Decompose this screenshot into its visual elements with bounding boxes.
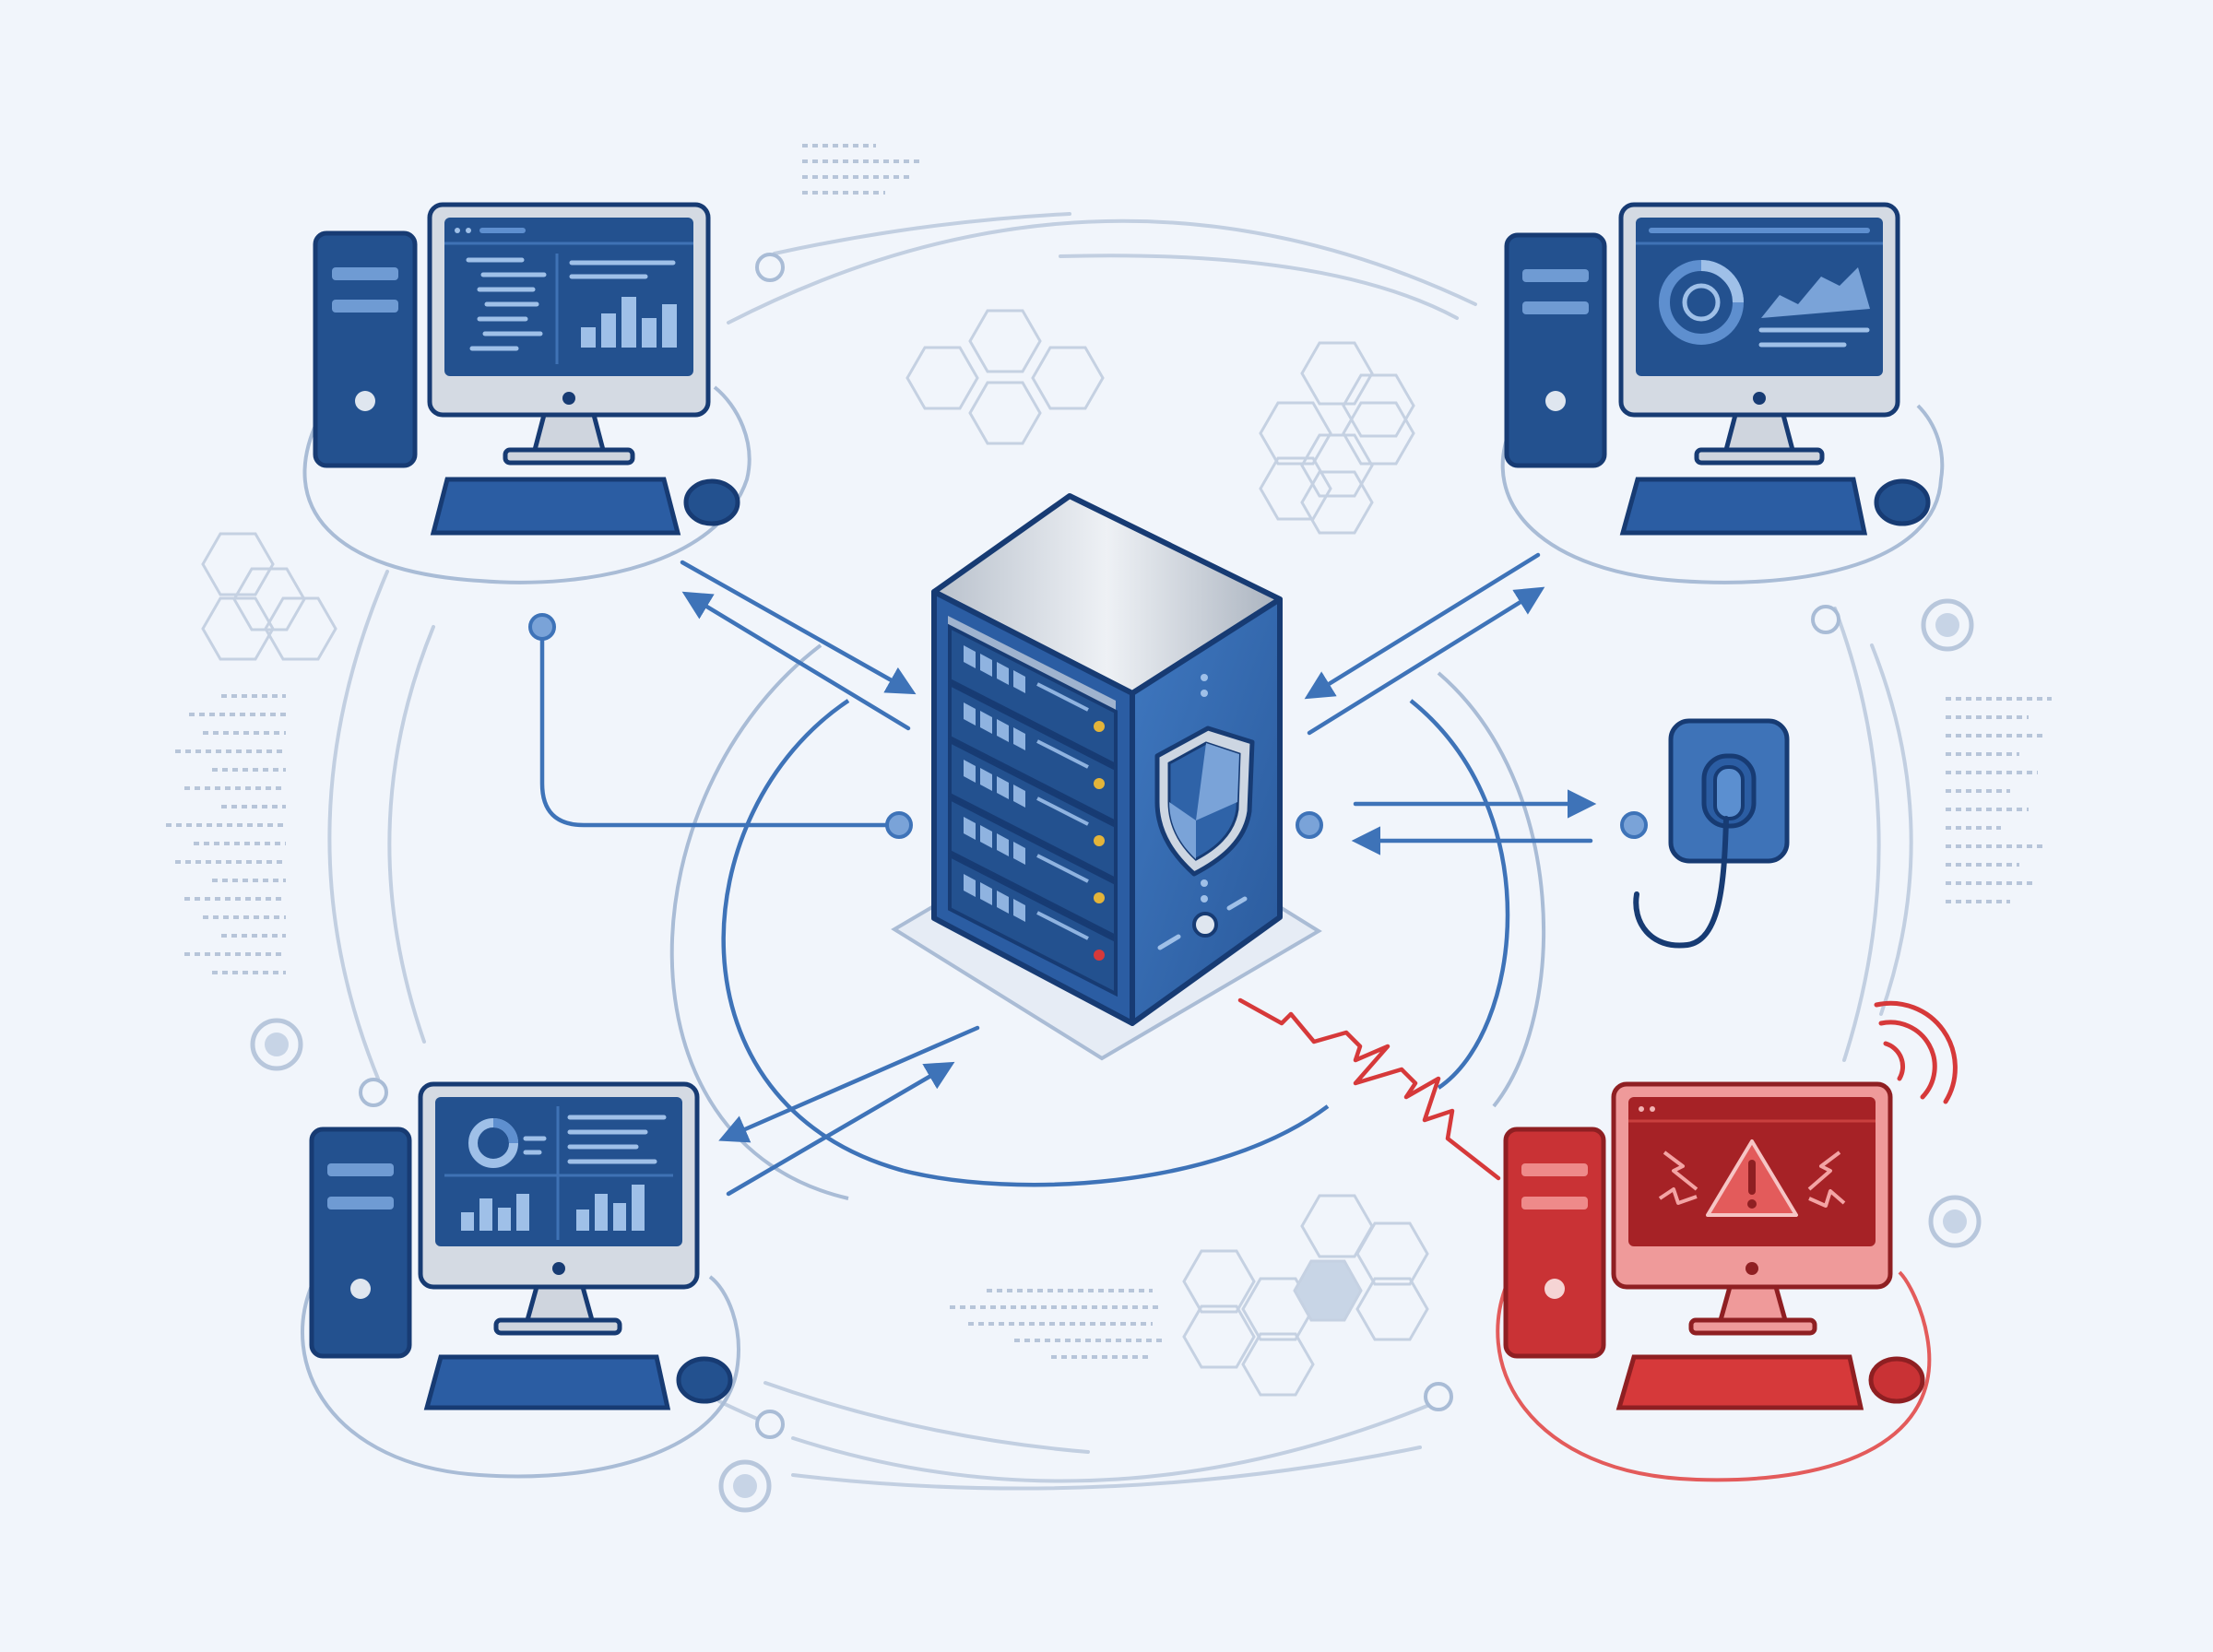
power-outlet[interactable] bbox=[1633, 718, 1790, 949]
keyboard bbox=[1619, 477, 1868, 536]
mouse bbox=[1868, 1356, 1925, 1404]
mouse bbox=[683, 478, 740, 526]
signal-waves-icon bbox=[1874, 1000, 1958, 1104]
monitor bbox=[1611, 1081, 1893, 1336]
server-rack-units bbox=[948, 623, 1118, 997]
shield-icon bbox=[1154, 726, 1255, 877]
central-server[interactable] bbox=[891, 493, 1322, 1061]
workstation-top-left[interactable] bbox=[313, 202, 740, 536]
link-top-right-in bbox=[1304, 552, 1541, 700]
keyboard bbox=[1615, 1354, 1864, 1410]
broken-link-zigzag bbox=[1237, 997, 1501, 1181]
bar-chart-icon bbox=[581, 297, 677, 348]
server-side-details bbox=[1201, 674, 1208, 903]
server-power-button bbox=[1157, 896, 1248, 950]
mouse bbox=[1874, 478, 1931, 526]
power-plug-icon bbox=[1633, 753, 1757, 949]
data-text-lines-decor bbox=[166, 144, 2052, 1359]
central-orbit-rings bbox=[669, 643, 1545, 1200]
area-chart-icon bbox=[1761, 267, 1870, 318]
monitor bbox=[427, 202, 711, 466]
code-lines bbox=[466, 257, 547, 351]
link-top-left-elbow bbox=[539, 624, 902, 828]
workstation-bottom-left[interactable] bbox=[309, 1081, 733, 1410]
workstation-bottom-right-alert[interactable] bbox=[1503, 1000, 1958, 1410]
pie-chart-icon bbox=[468, 1118, 518, 1168]
keyboard bbox=[430, 477, 681, 536]
computer-tower bbox=[1503, 1127, 1606, 1359]
computer-tower bbox=[313, 230, 418, 468]
computer-tower bbox=[309, 1127, 412, 1359]
workstation-top-right[interactable] bbox=[1504, 202, 1931, 536]
link-top-left-out bbox=[681, 591, 911, 731]
bar-chart-icon bbox=[461, 1185, 645, 1231]
node-platforms bbox=[301, 385, 1945, 1482]
computer-tower bbox=[1504, 232, 1607, 468]
connection-endpoints bbox=[528, 613, 1648, 839]
keyboard bbox=[423, 1354, 671, 1410]
link-bottom-left-out bbox=[718, 1025, 980, 1143]
monitor bbox=[418, 1081, 700, 1336]
mouse bbox=[676, 1356, 733, 1404]
background-decor bbox=[327, 212, 1913, 1491]
link-top-left-in bbox=[680, 560, 917, 695]
small-nodes-decor bbox=[359, 253, 1840, 1439]
spark-icons bbox=[1658, 1150, 1846, 1208]
link-bottom-left-in bbox=[726, 1061, 955, 1197]
donut-chart-icon bbox=[1659, 260, 1744, 345]
connections bbox=[539, 552, 1597, 1197]
link-top-right-out bbox=[1307, 586, 1545, 736]
hexagon-pattern-decor bbox=[201, 309, 1429, 1397]
warning-triangle-icon bbox=[1706, 1139, 1798, 1217]
monitor bbox=[1618, 202, 1900, 466]
